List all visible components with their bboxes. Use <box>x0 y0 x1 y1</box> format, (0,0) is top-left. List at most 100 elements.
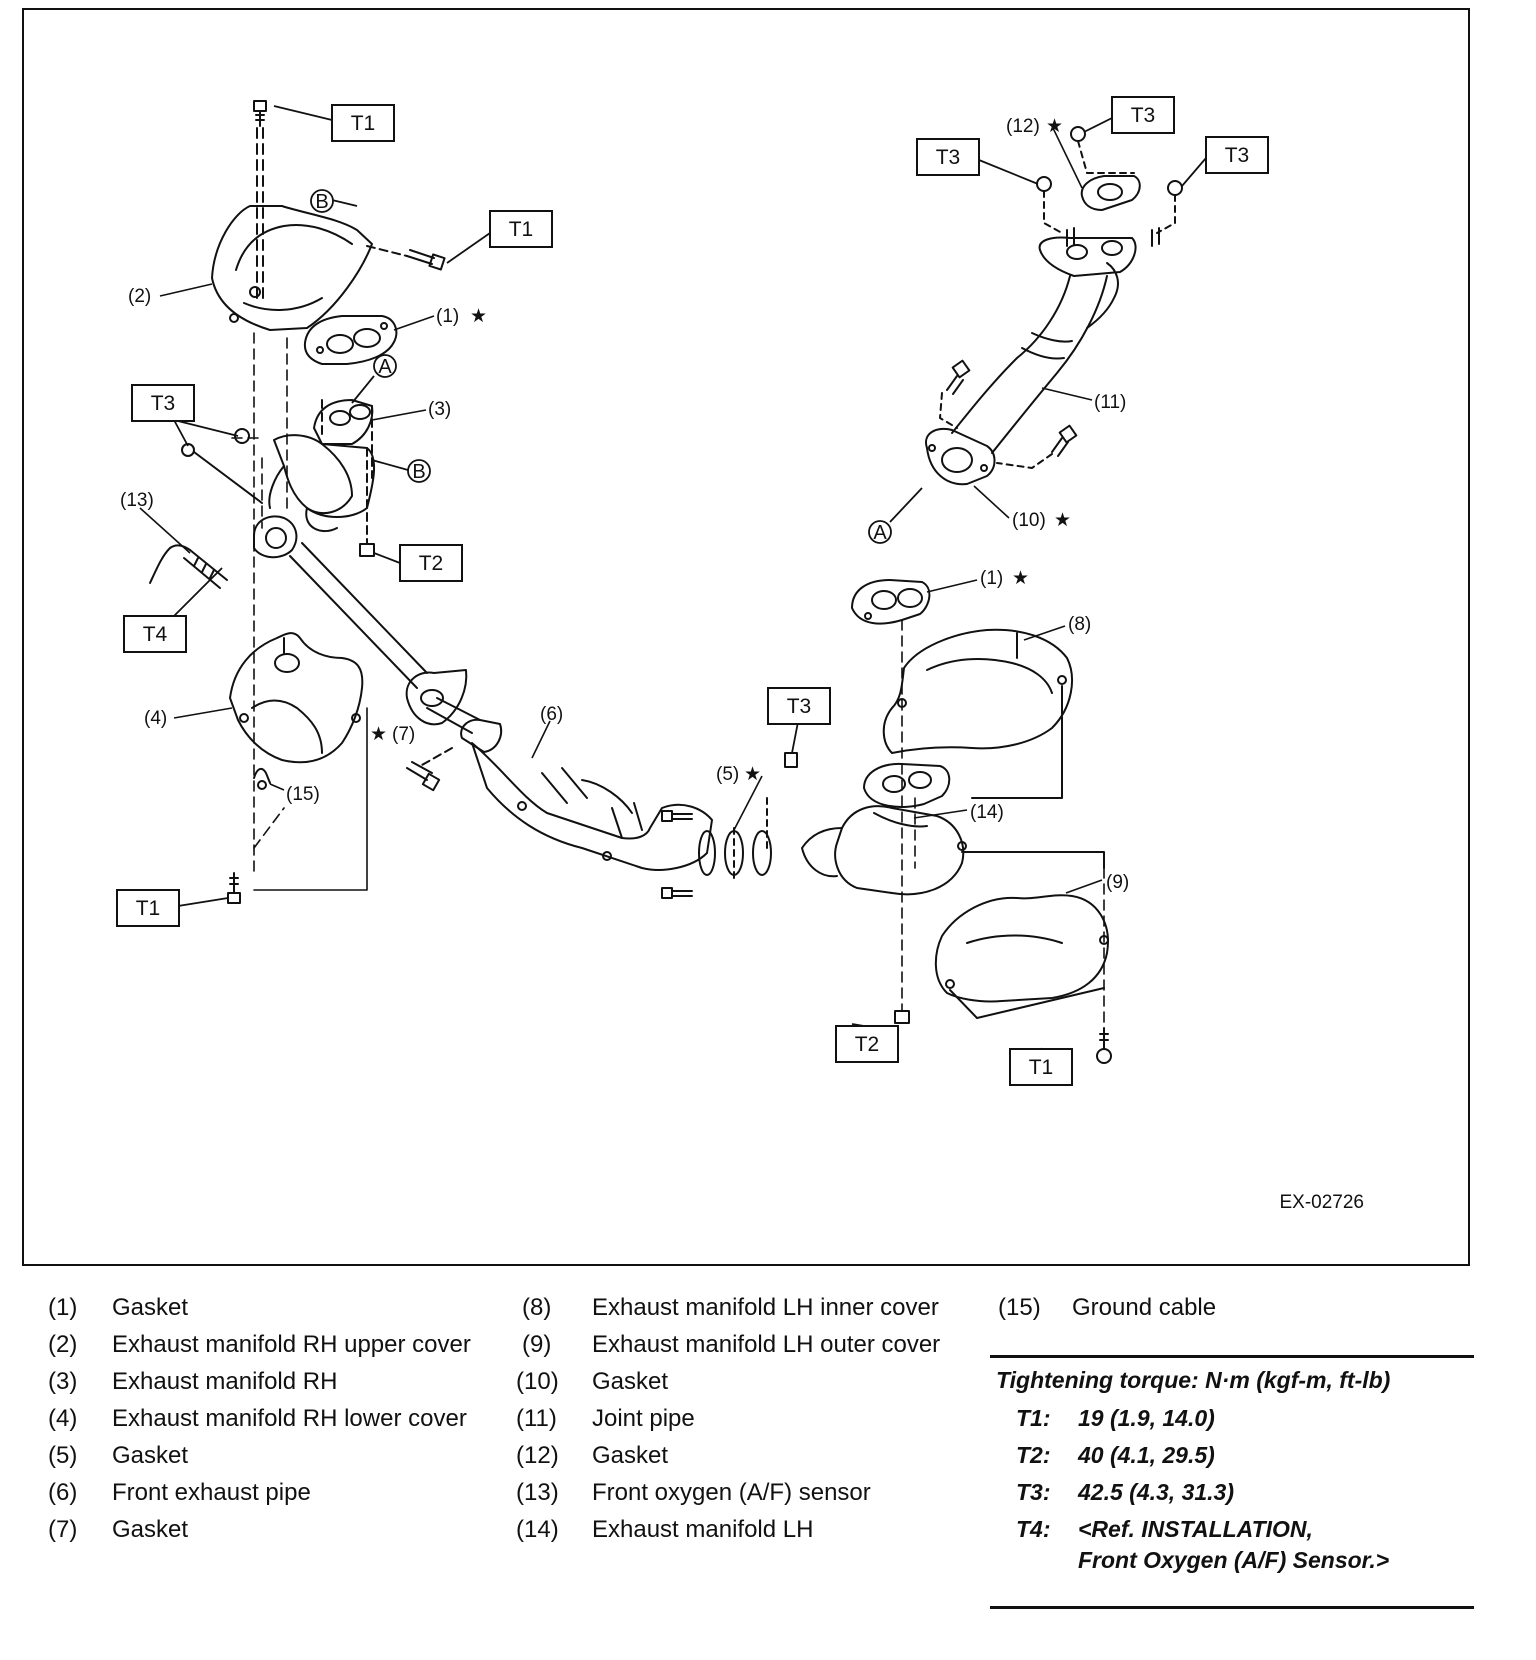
legend-name: Gasket <box>112 1516 189 1543</box>
callout-1-upper: (1) <box>436 306 459 327</box>
torque-tag-t1-right: T1 <box>446 210 553 264</box>
torque-value: 40 (4.1, 29.5) <box>1078 1442 1215 1468</box>
torque-code: T4: <box>1016 1516 1051 1542</box>
star-mark: ★ <box>370 724 387 745</box>
figure-id: EX-02726 <box>1279 1192 1364 1213</box>
torque-code: T3: <box>1016 1479 1051 1505</box>
gasket-5-part <box>698 797 772 879</box>
ref-marker-label: B <box>412 461 425 483</box>
torque-tag-label: T3 <box>151 392 176 415</box>
callout-14: (14) <box>970 802 1004 823</box>
torque-value-continued: Front Oxygen (A/F) Sensor.> <box>1078 1547 1390 1573</box>
callout-1-lower: (1) <box>980 568 1003 589</box>
nut-t3-rh <box>181 428 263 504</box>
lh-inner-cover-part <box>882 628 1073 799</box>
nut-t2-rh <box>359 543 375 557</box>
callout-7: (7) <box>392 724 415 745</box>
callout-5: (5) <box>716 764 739 785</box>
legend-number: (10) <box>516 1368 559 1395</box>
legend-number: (13) <box>516 1479 559 1506</box>
gasket-12-part <box>1036 126 1183 247</box>
legend-number: (5) <box>48 1442 78 1469</box>
ref-marker-b-top: B <box>310 189 358 213</box>
exhaust-manifold-rh-part <box>268 399 375 544</box>
legend-name: Exhaust manifold RH <box>112 1368 338 1395</box>
torque-tag-t1-top: T1 <box>273 104 395 142</box>
front-exhaust-pipe-part <box>253 515 713 871</box>
callout-15: (15) <box>286 784 320 805</box>
ref-marker-label: B <box>315 191 328 213</box>
torque-heading: Tightening torque: N·m (kgf-m, ft-lb) <box>996 1367 1391 1393</box>
ref-marker-b-lower: B <box>371 459 431 483</box>
callout-2: (2) <box>128 286 151 307</box>
legend-name: Front exhaust pipe <box>112 1479 311 1506</box>
callout-3: (3) <box>428 399 451 420</box>
torque-tag-t3-joint-right: T3 <box>1181 136 1269 187</box>
legend-name: Gasket <box>112 1294 189 1321</box>
joint-pipe-part <box>925 236 1137 486</box>
torque-tag-t1-lh: T1 <box>1009 1047 1073 1086</box>
ref-marker-label: A <box>378 356 392 378</box>
star-mark: ★ <box>1046 116 1063 137</box>
star-mark: ★ <box>470 306 487 327</box>
torque-tag-label: T4 <box>143 623 168 646</box>
legend-number: (9) <box>522 1331 552 1358</box>
torque-tag-label: T3 <box>936 146 961 169</box>
torque-tag-t3-left: T3 <box>131 384 239 447</box>
legend-name: Ground cable <box>1072 1294 1217 1321</box>
torque-value: 42.5 (4.3, 31.3) <box>1078 1479 1234 1505</box>
legend-name: Gasket <box>112 1442 189 1469</box>
callout-12: (12) <box>1006 116 1040 137</box>
callout-9: (9) <box>1106 872 1129 893</box>
rh-upper-cover-part <box>211 205 373 331</box>
torque-tag-label: T1 <box>136 897 161 920</box>
callout-10: (10) <box>1012 510 1046 531</box>
torque-divider-top <box>990 1355 1474 1358</box>
legend-number: (8) <box>522 1294 552 1321</box>
legend-name: Front oxygen (A/F) sensor <box>592 1479 871 1506</box>
torque-value: <Ref. INSTALLATION, <box>1078 1516 1313 1542</box>
legend-number: (6) <box>48 1479 78 1506</box>
torque-tag-label: T3 <box>1131 104 1156 127</box>
nut-t3-middle <box>784 752 798 768</box>
torque-tag-t3-joint-top: T3 <box>1083 96 1175 134</box>
torque-code: T1: <box>1016 1405 1051 1431</box>
exhaust-manifold-lh-part <box>801 762 1105 896</box>
torque-tag-label: T2 <box>419 552 444 575</box>
exhaust-exploded-diagram: T1 T1 T3 T2 T4 T1 <box>22 8 1470 1266</box>
legend-number: (11) <box>516 1405 557 1432</box>
torque-tag-label: T1 <box>509 218 534 241</box>
legend-number: (2) <box>48 1331 78 1358</box>
oxygen-sensor-part <box>149 544 228 589</box>
legend-name: Exhaust manifold LH <box>592 1516 814 1543</box>
joint-pipe-bolts <box>939 359 1078 469</box>
torque-value: 19 (1.9, 14.0) <box>1078 1405 1215 1431</box>
star-mark: ★ <box>1012 568 1029 589</box>
legend-number: (7) <box>48 1516 78 1543</box>
callout-6: (6) <box>540 704 563 725</box>
callout-8: (8) <box>1068 614 1091 635</box>
torque-tag-t2-rh: T2 <box>373 544 463 582</box>
diagram-frame <box>22 8 1470 1266</box>
torque-tag-label: T1 <box>1029 1056 1054 1079</box>
legend-name: Exhaust manifold RH lower cover <box>112 1405 467 1432</box>
callout-11: (11) <box>1094 392 1126 413</box>
legend-name: Exhaust manifold LH inner cover <box>592 1294 939 1321</box>
ref-marker-a-lower: A <box>868 487 923 544</box>
gasket-1-upper-part <box>303 315 398 365</box>
legend-name: Gasket <box>592 1442 669 1469</box>
torque-tag-t3-middle: T3 <box>767 687 831 754</box>
torque-code: T2: <box>1016 1442 1051 1468</box>
ref-marker-label: A <box>873 522 887 544</box>
bolt-right-rh <box>366 245 446 271</box>
torque-tag-t2-lh: T2 <box>835 1023 899 1063</box>
legend-name: Exhaust manifold LH outer cover <box>592 1331 941 1358</box>
legend-number: (15) <box>998 1294 1041 1321</box>
assembly-lines <box>231 332 1105 1029</box>
rh-lower-cover-part <box>229 632 364 764</box>
torque-tag-t4: T4 <box>123 567 223 653</box>
legend-name: Gasket <box>592 1368 669 1395</box>
bolt-t1-lh <box>1096 1027 1112 1064</box>
torque-tag-t1-bottom-left: T1 <box>116 889 229 927</box>
torque-divider-bottom <box>990 1606 1474 1609</box>
